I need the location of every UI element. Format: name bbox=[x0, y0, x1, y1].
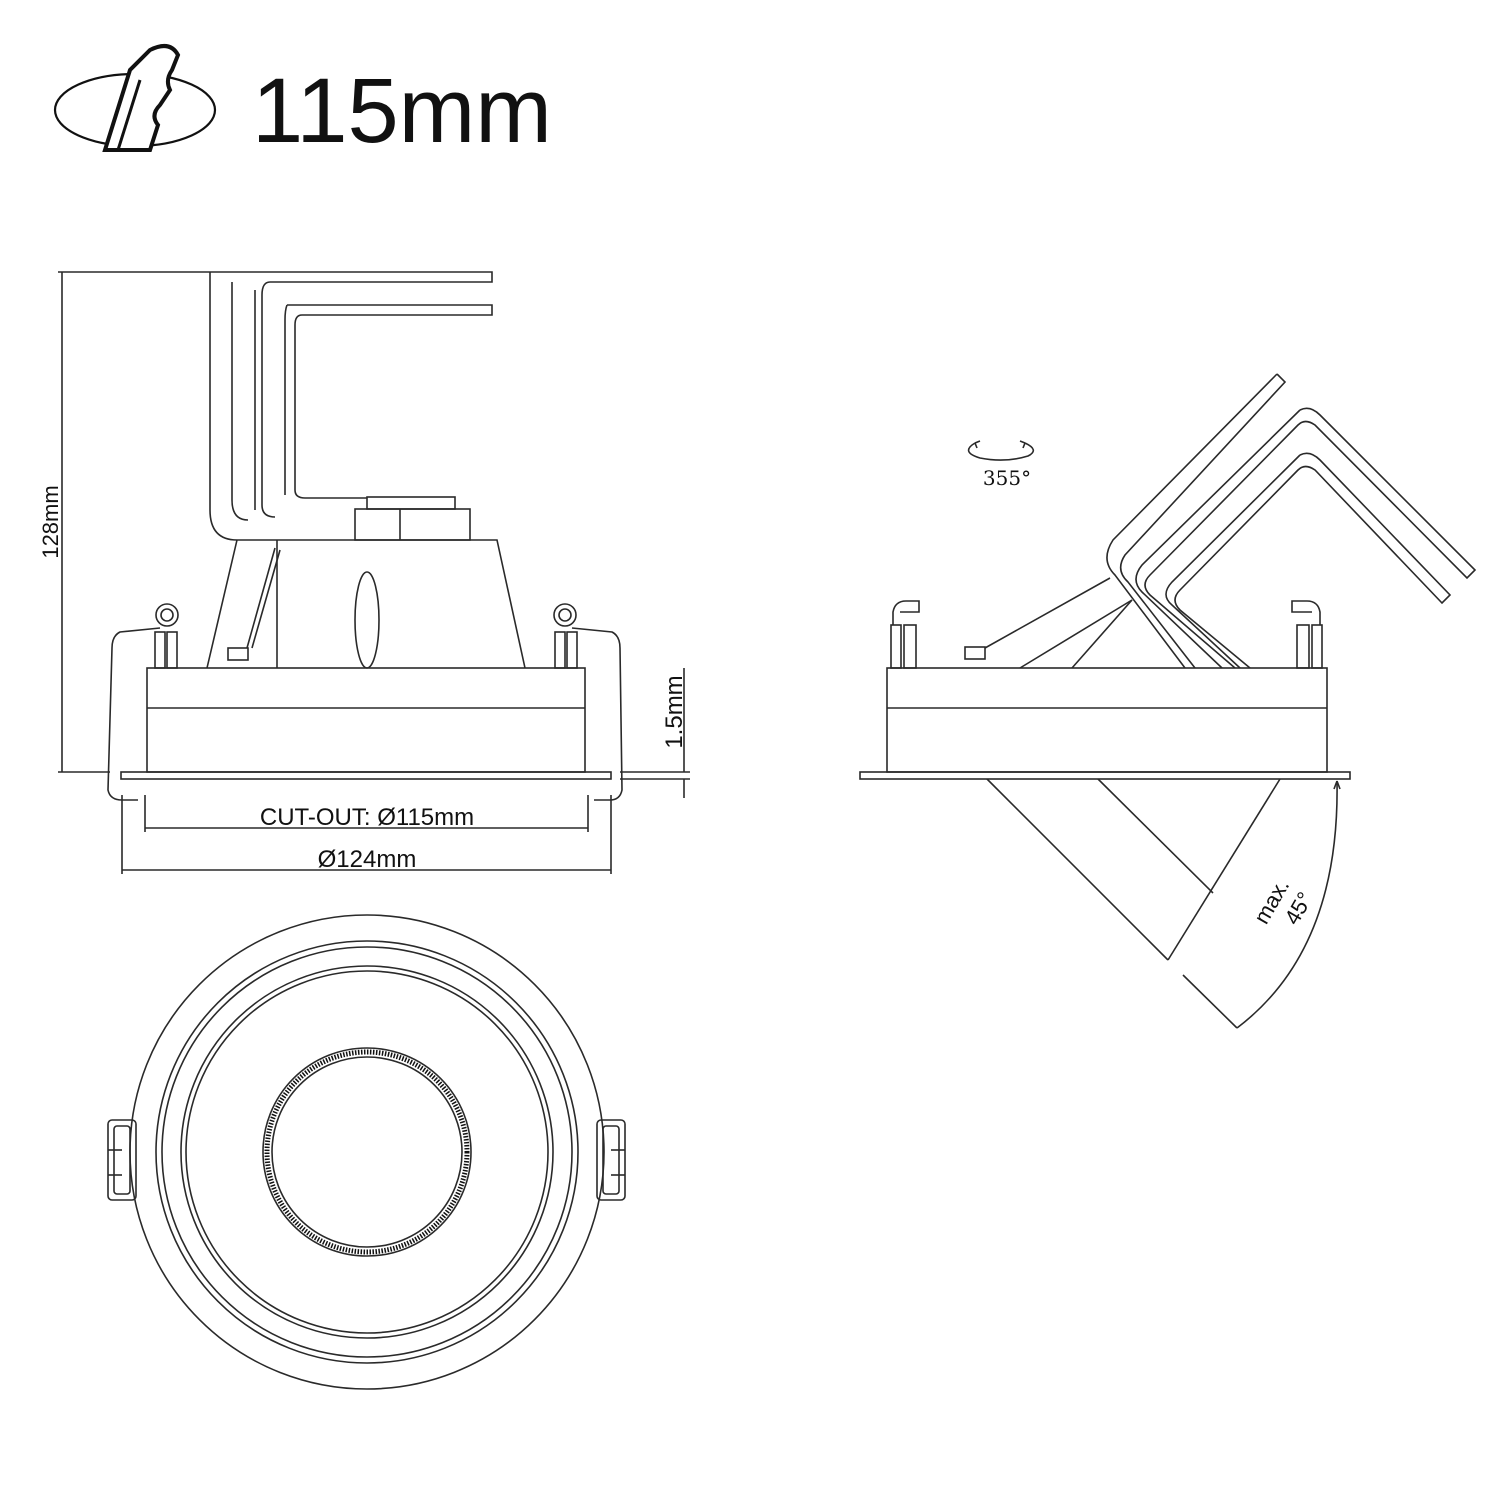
bottom-view bbox=[107, 914, 626, 1390]
spring-clip-left bbox=[107, 1119, 137, 1201]
flange-dimension-label: 1.5mm bbox=[661, 675, 688, 748]
front-view bbox=[58, 271, 690, 874]
size-title: 115mm bbox=[252, 60, 552, 162]
spring-clip-right bbox=[596, 1119, 626, 1201]
side-view bbox=[859, 373, 1477, 1029]
height-dimension-label: 128mm bbox=[38, 485, 63, 558]
diameter-dimension-label: Ø124mm bbox=[318, 846, 417, 873]
rotation-label: 355° bbox=[983, 466, 1031, 490]
rotation-arrow-icon bbox=[967, 440, 1035, 461]
recessed-ceiling-cutout-icon bbox=[53, 44, 217, 152]
cutout-dimension-label: CUT-OUT: Ø115mm bbox=[260, 804, 474, 831]
